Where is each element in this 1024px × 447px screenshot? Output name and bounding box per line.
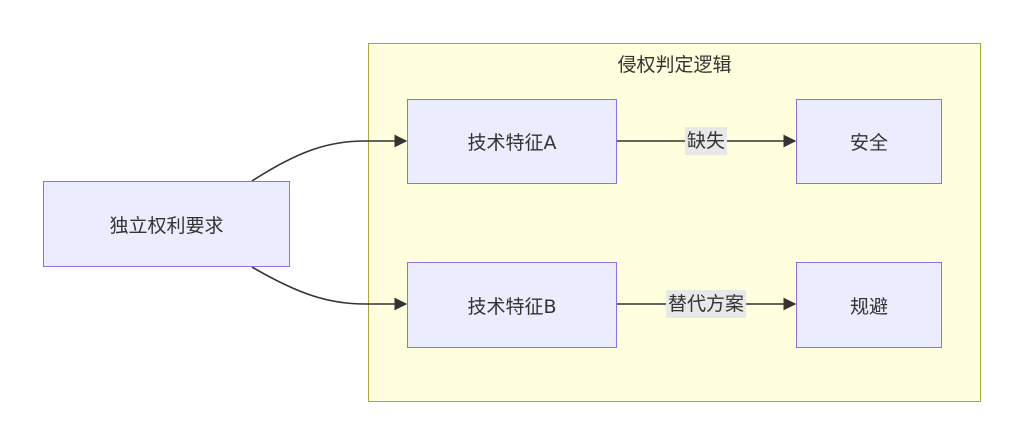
node-label: 规避 (849, 295, 888, 318)
edge-label-alternative: 替代方案 (665, 290, 747, 318)
node-feature-a[interactable]: 技术特征A (407, 99, 617, 184)
node-label: 独立权利要求 (109, 214, 224, 237)
group-title: 侵权判定逻辑 (617, 54, 732, 76)
node-avoid[interactable]: 规避 (796, 262, 942, 348)
node-label: 安全 (849, 132, 888, 154)
node-label: 技术特征A (467, 132, 557, 154)
edge-label-missing: 缺失 (684, 127, 728, 155)
node-independent-claim[interactable]: 独立权利要求 (43, 181, 290, 267)
edge-claim-to-feature-a (251, 134, 408, 182)
node-safe[interactable]: 安全 (796, 99, 942, 184)
node-feature-b[interactable]: 技术特征B (407, 262, 617, 348)
edge-claim-to-feature-b (251, 266, 408, 311)
node-label: 技术特征B (467, 295, 557, 318)
